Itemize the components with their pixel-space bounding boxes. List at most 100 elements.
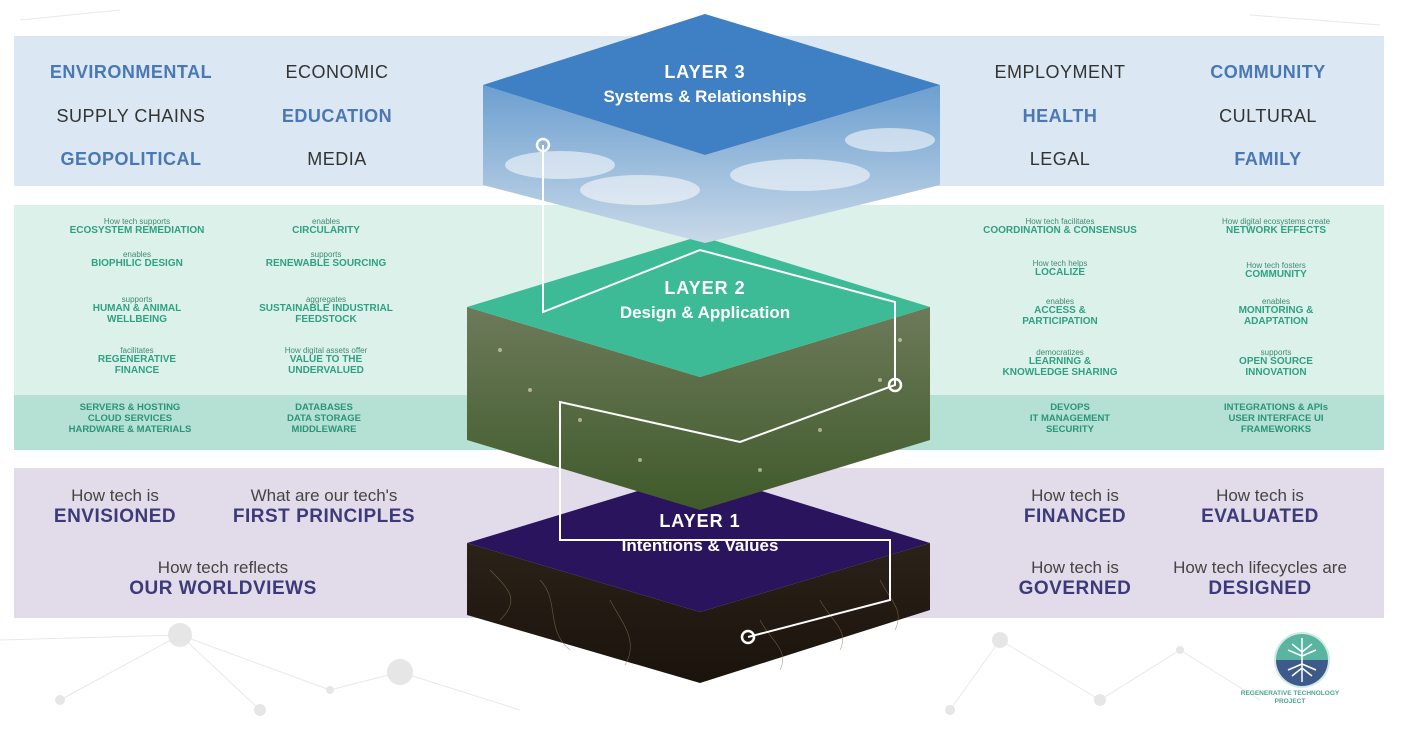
layer2-label-title: CIRCULARITY bbox=[292, 225, 360, 237]
logo-text: REGENERATIVE TECHNOLOGY PROJECT bbox=[1240, 690, 1340, 706]
layer2-label-title: LOCALIZE bbox=[1035, 267, 1085, 279]
layer1-label-title: FIRST PRINCIPLES bbox=[232, 506, 416, 527]
layer1-label-title: FINANCED bbox=[1023, 506, 1127, 527]
layer2-label-title: RENEWABLE SOURCING bbox=[265, 258, 387, 270]
connector-path bbox=[542, 145, 896, 638]
infrastructure-label: SERVERS & HOSTING CLOUD SERVICES HARDWAR… bbox=[68, 402, 192, 435]
layer3-block bbox=[483, 14, 940, 243]
layer1-subtitle: Intentions & Values bbox=[621, 536, 779, 555]
infrastructure-label: INTEGRATIONS & APIs USER INTERFACE UI FR… bbox=[1224, 402, 1328, 435]
layer2-label-prefix: How tech facilitates bbox=[1025, 217, 1095, 226]
layer2-label-prefix: How digital ecosystems create bbox=[1221, 217, 1331, 226]
layer1-label-title: DESIGNED bbox=[1208, 578, 1312, 599]
connector-node bbox=[887, 377, 903, 393]
layer1-soil-side bbox=[467, 543, 930, 683]
layer2-label-prefix: enables bbox=[311, 217, 341, 226]
layer2-label-title: ECOSYSTEM REMEDIATION bbox=[69, 225, 205, 237]
layer2-label-title: HUMAN & ANIMAL WELLBEING bbox=[92, 303, 182, 325]
layer2-label-title: REGENERATIVE FINANCE bbox=[97, 354, 177, 376]
layer2-flowers bbox=[498, 338, 902, 472]
layer2-label-title: MONITORING & ADAPTATION bbox=[1238, 305, 1314, 327]
connector-node bbox=[535, 137, 551, 153]
layer1-label-prefix: How tech reflects bbox=[157, 558, 289, 577]
layer2-label-title: SUSTAINABLE INDUSTRIAL FEEDSTOCK bbox=[259, 303, 393, 325]
layer2-title: LAYER 2 Design & Application bbox=[555, 278, 855, 323]
layer1-label-prefix: How tech is bbox=[1216, 486, 1304, 505]
tree-roots-logo-icon bbox=[1274, 632, 1330, 688]
layer2-label-prefix: How tech fosters bbox=[1246, 261, 1306, 270]
layer3-sky-side bbox=[483, 85, 940, 243]
layer2-label-prefix: democratizes bbox=[1036, 348, 1084, 357]
layer2-label-prefix: How tech helps bbox=[1032, 259, 1088, 268]
layer1-label-title: EVALUATED bbox=[1201, 506, 1319, 527]
infrastructure-label: DEVOPS IT MANAGEMENT SECURITY bbox=[1029, 402, 1111, 435]
layer3-label: GEOPOLITICAL bbox=[60, 149, 202, 169]
layer3-label: EMPLOYMENT bbox=[994, 62, 1126, 82]
layer2-block bbox=[467, 236, 930, 510]
layer2-label-prefix: How digital assets offer bbox=[284, 346, 368, 355]
layer1-label-prefix: How tech is bbox=[1031, 558, 1119, 577]
layer2-label-title: BIOPHILIC DESIGN bbox=[91, 258, 183, 270]
layer2-number: LAYER 2 bbox=[664, 278, 746, 298]
layer2-label-prefix: facilitates bbox=[120, 346, 154, 355]
layer3-label: EDUCATION bbox=[281, 106, 393, 126]
layer3-number: LAYER 3 bbox=[664, 62, 746, 82]
layer2-label-title: ACCESS & PARTICIPATION bbox=[1022, 305, 1098, 327]
layer1-number: LAYER 1 bbox=[659, 511, 741, 531]
layer2-label-title: COORDINATION & CONSENSUS bbox=[983, 225, 1137, 237]
layer2-label-prefix: enables bbox=[122, 250, 152, 259]
layer2-top-face bbox=[467, 236, 930, 377]
layer3-label: LEGAL bbox=[1029, 149, 1091, 169]
layer3-label: HEALTH bbox=[1022, 106, 1098, 126]
layer2-label-prefix: aggregates bbox=[305, 295, 347, 304]
layer3-label: FAMILY bbox=[1234, 149, 1302, 169]
layer3-subtitle: Systems & Relationships bbox=[603, 87, 807, 106]
layer2-label-prefix: supports bbox=[310, 250, 342, 259]
layer2-label-prefix: supports bbox=[121, 295, 153, 304]
layer1-label-prefix: What are our tech's bbox=[250, 486, 398, 505]
layer2-label-prefix: enables bbox=[1261, 297, 1291, 306]
layer2-meadow-side bbox=[467, 307, 930, 510]
layer2-label-title: VALUE TO THE UNDERVALUED bbox=[288, 354, 364, 376]
layer1-label-title: GOVERNED bbox=[1018, 578, 1132, 599]
layer3-clouds bbox=[505, 128, 935, 205]
layer1-label-prefix: How tech is bbox=[1031, 486, 1119, 505]
layer1-block bbox=[467, 472, 930, 683]
layer3-label: ECONOMIC bbox=[285, 62, 389, 82]
layer1-label-title: OUR WORLDVIEWS bbox=[129, 578, 317, 599]
layer2-subtitle: Design & Application bbox=[619, 303, 791, 322]
layer3-label: SUPPLY CHAINS bbox=[56, 106, 206, 126]
layer3-top-face bbox=[483, 14, 940, 155]
infrastructure-label: DATABASES DATA STORAGE MIDDLEWARE bbox=[286, 402, 362, 435]
layer1-label-prefix: How tech lifecycles are bbox=[1173, 558, 1347, 577]
layer1-label-prefix: How tech is bbox=[71, 486, 159, 505]
layer2-label-title: LEARNING & KNOWLEDGE SHARING bbox=[1002, 356, 1118, 378]
layer1-top-face bbox=[467, 472, 930, 612]
layer3-label: COMMUNITY bbox=[1210, 62, 1326, 82]
layer2-label-prefix: enables bbox=[1045, 297, 1075, 306]
